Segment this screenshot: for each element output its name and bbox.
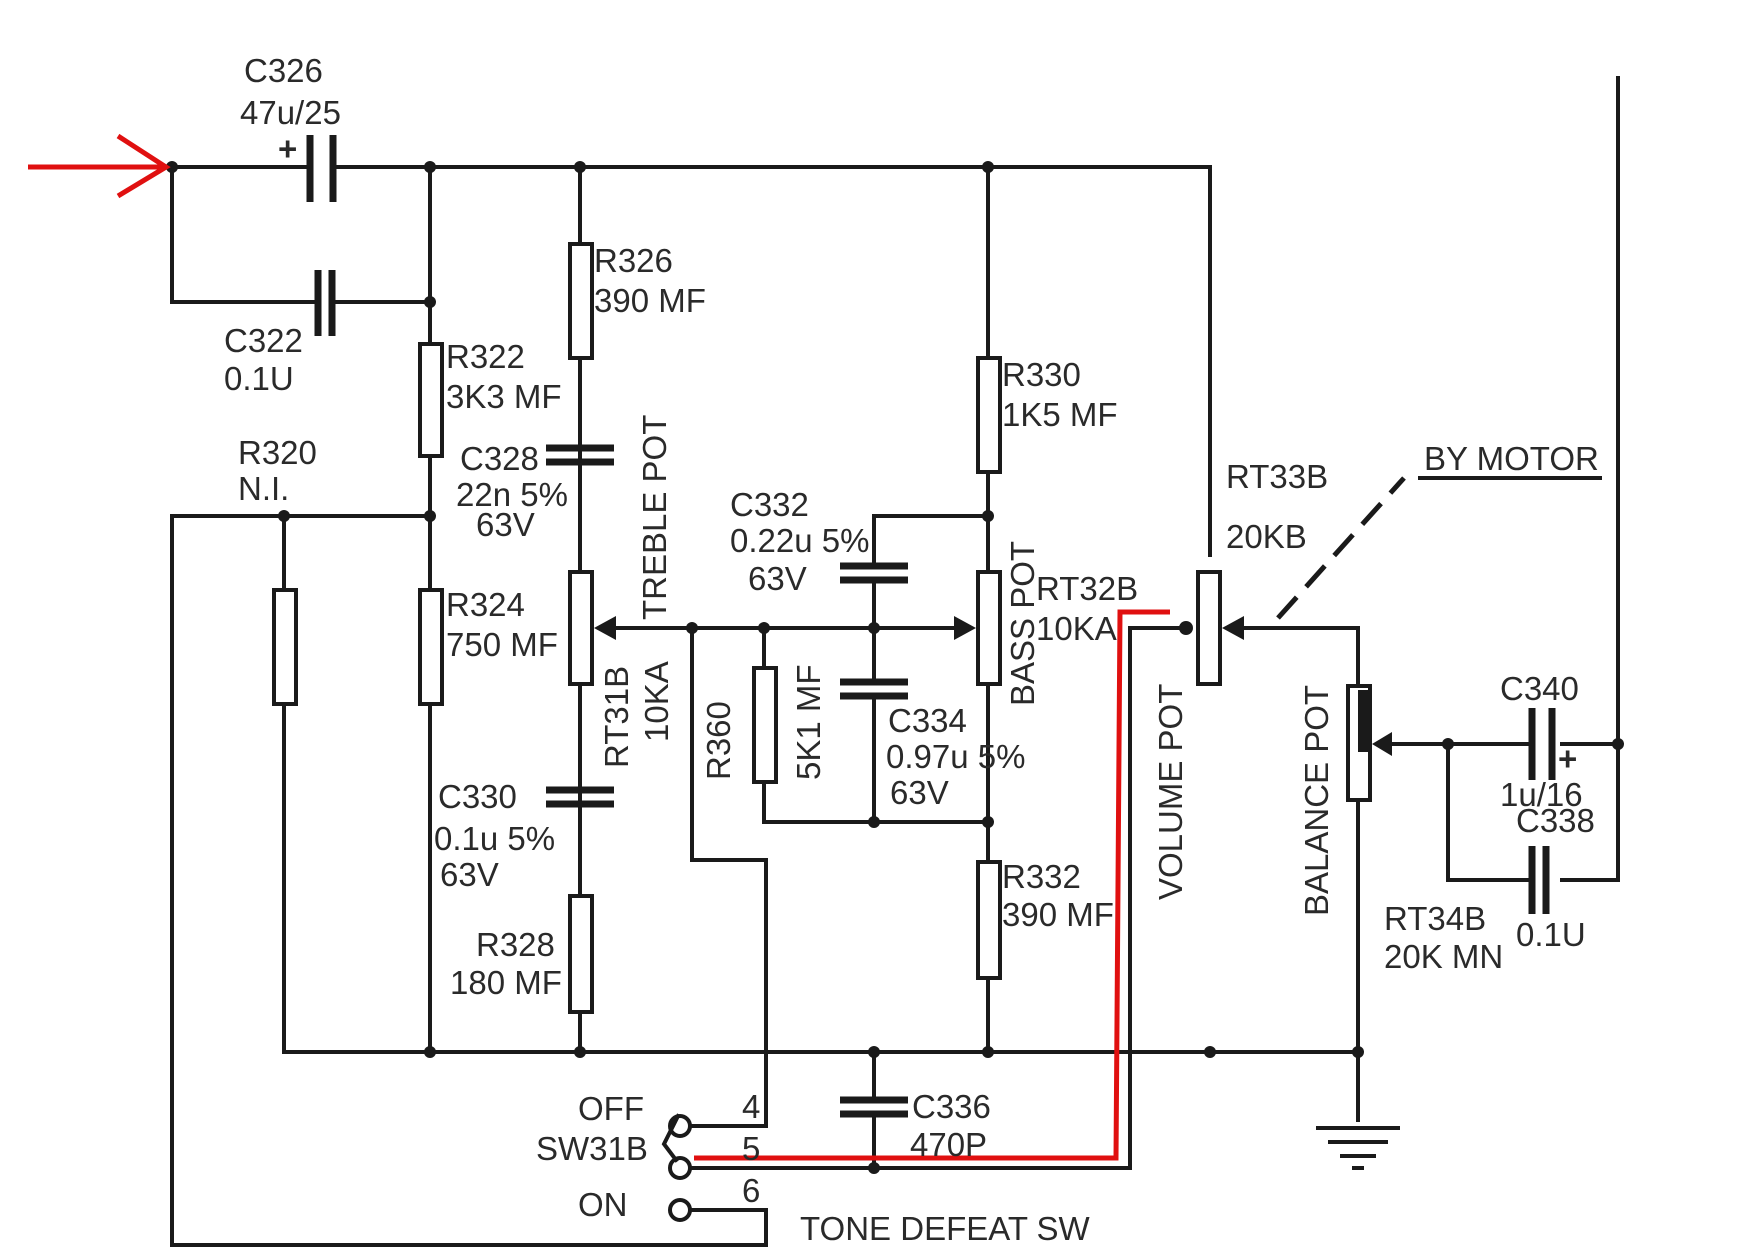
- capacitor-c326-symbol: [306, 135, 337, 202]
- balance-wiper-arrow-icon: [1372, 732, 1392, 756]
- switch-ref: SW31B: [536, 1130, 648, 1167]
- r330-ref: R330: [1002, 356, 1081, 393]
- resistor-r360-symbol: [752, 666, 778, 784]
- capacitor-c330-symbol: [546, 786, 614, 808]
- motor-linkage-line: [1276, 476, 1406, 620]
- treble-pot-ref: RT31B: [598, 666, 635, 768]
- capacitor-c340-symbol: [1528, 708, 1556, 780]
- capacitor-c336-symbol: [840, 1096, 908, 1118]
- switch-name: TONE DEFEAT SW: [800, 1210, 1091, 1247]
- c322-value: 0.1U: [224, 360, 294, 397]
- balance-pot-ref: RT34B: [1384, 900, 1486, 937]
- c336-value: 470P: [910, 1126, 987, 1163]
- bass-pot-name: BASS POT: [1004, 541, 1041, 706]
- balance-pot-track: [1358, 690, 1368, 752]
- c332-value: 0.22u 5%: [730, 522, 869, 559]
- input-arrow-icon: [28, 133, 171, 199]
- capacitor-c322-symbol: [314, 270, 336, 336]
- c340-ref: C340: [1500, 670, 1579, 707]
- resistor-r320-symbol: [272, 588, 298, 706]
- signal-path-highlight: [694, 609, 1170, 1161]
- c334-ref: C334: [888, 702, 967, 739]
- c328-value: 22n 5%: [456, 476, 568, 513]
- r328-ref: R328: [476, 926, 555, 963]
- switch-pin-5: 5: [742, 1130, 760, 1167]
- bass-wiper-arrow-icon: [954, 616, 976, 640]
- resistor-r332-symbol: [976, 860, 1002, 980]
- c338-ref: C338: [1516, 802, 1595, 839]
- c334-rating: 63V: [890, 774, 949, 811]
- volume-pot-ref: RT33B: [1226, 458, 1328, 495]
- c328-rating: 63V: [476, 506, 535, 543]
- volume-wiper-arrow-icon: [1222, 616, 1244, 640]
- switch-off-label: OFF: [578, 1090, 644, 1127]
- c330-value: 0.1u 5%: [434, 820, 555, 857]
- resistor-r326-symbol: [568, 242, 594, 360]
- c340-plus-sign: +: [1558, 740, 1577, 777]
- bass-pot-value: 10KA: [1036, 610, 1117, 647]
- resistor-r330-symbol: [976, 356, 1002, 474]
- capacitor-c328-symbol: [546, 444, 614, 466]
- c322-ref: C322: [224, 322, 303, 359]
- treble-wiper-arrow-icon: [594, 616, 616, 640]
- r360-value: 5K1 MF: [790, 664, 827, 780]
- balance-pot-name: BALANCE POT: [1298, 685, 1335, 916]
- switch-pin-4: 4: [742, 1088, 760, 1125]
- r324-value: 750 MF: [446, 626, 558, 663]
- treble-pot-name: TREBLE POT: [636, 415, 673, 620]
- switch-on-label: ON: [578, 1186, 628, 1223]
- c336-ref: C336: [912, 1088, 991, 1125]
- junction-dots: [166, 161, 1624, 1174]
- r324-ref: R324: [446, 586, 525, 623]
- r328-value: 180 MF: [450, 964, 562, 1001]
- c326-plus-sign: +: [278, 130, 297, 167]
- bass-pot-symbol: [976, 570, 1002, 686]
- ground-icon: [1316, 1126, 1400, 1170]
- volume-pot-value: 20KB: [1226, 518, 1307, 555]
- balance-pot-value: 20K MN: [1384, 938, 1503, 975]
- volume-pot-name: VOLUME POT: [1152, 684, 1189, 900]
- treble-pot-symbol: [568, 570, 594, 686]
- treble-pot-value: 10KA: [638, 661, 675, 742]
- tone-defeat-switch-symbol: [661, 1113, 692, 1222]
- bass-pot-ref: RT32B: [1036, 570, 1138, 607]
- switch-pin-6: 6: [742, 1172, 760, 1209]
- capacitor-c332-symbol: [840, 562, 908, 584]
- resistor-r322-symbol: [418, 342, 444, 458]
- r330-value: 1K5 MF: [1002, 396, 1118, 433]
- c330-rating: 63V: [440, 856, 499, 893]
- c328-ref: C328: [460, 440, 539, 477]
- c340-value: 1u/16: [1500, 776, 1583, 813]
- r322-value: 3K3 MF: [446, 378, 562, 415]
- resistor-r328-symbol: [568, 894, 594, 1014]
- c326-value: 47u/25: [240, 94, 341, 131]
- r326-value: 390 MF: [594, 282, 706, 319]
- c326-ref: C326: [244, 52, 323, 89]
- r320-ref: R320: [238, 434, 317, 471]
- r326-ref: R326: [594, 242, 673, 279]
- r320-value: N.I.: [238, 470, 289, 507]
- capacitor-c334-symbol: [840, 678, 908, 700]
- c332-ref: C332: [730, 486, 809, 523]
- c338-value: 0.1U: [1516, 916, 1586, 953]
- r360-ref: R360: [700, 701, 737, 780]
- resistor-r324-symbol: [418, 588, 444, 706]
- r322-ref: R322: [446, 338, 525, 375]
- r332-value: 390 MF: [1002, 896, 1114, 933]
- capacitor-c338-symbol: [1528, 846, 1550, 914]
- r332-ref: R332: [1002, 858, 1081, 895]
- motor-label: BY MOTOR: [1424, 440, 1599, 477]
- volume-pot-symbol: [1196, 570, 1222, 686]
- wires: [170, 76, 1620, 1247]
- c330-ref: C330: [438, 778, 517, 815]
- c332-rating: 63V: [748, 560, 807, 597]
- c334-value: 0.97u 5%: [886, 738, 1025, 775]
